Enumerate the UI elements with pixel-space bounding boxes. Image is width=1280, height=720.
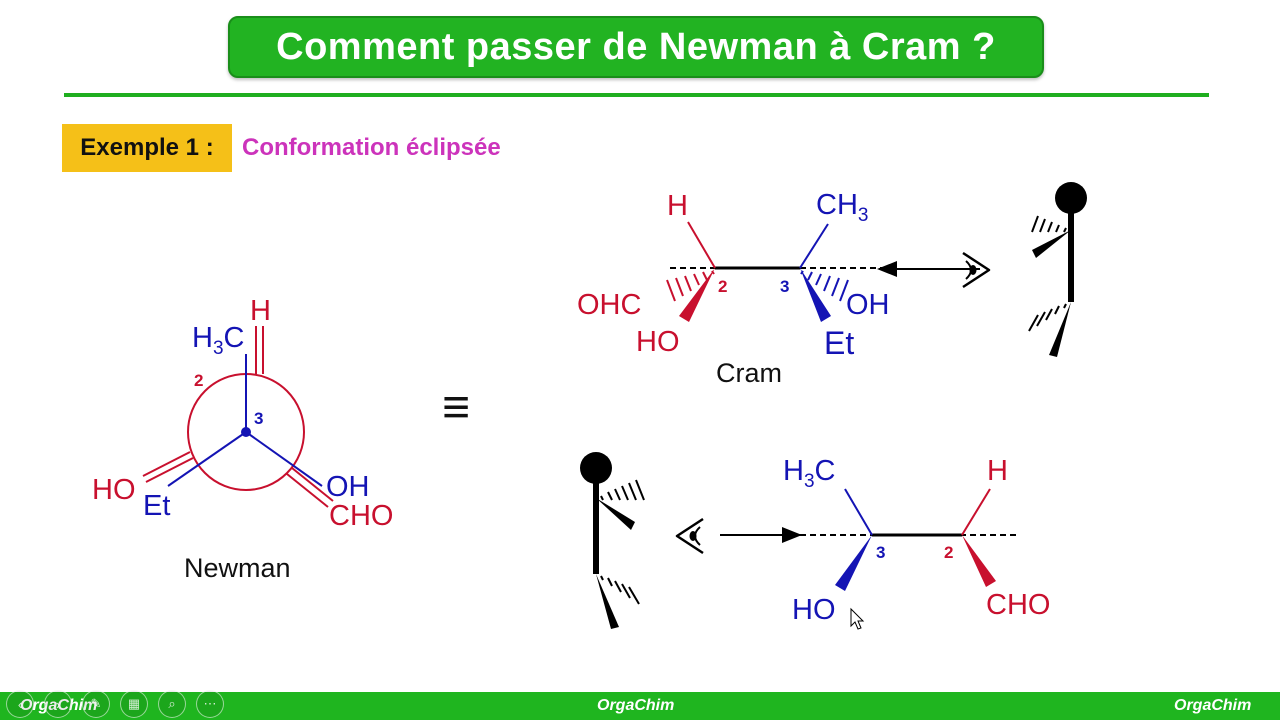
cram-top-wedge-ho bbox=[679, 268, 715, 322]
cram-top-bond-h bbox=[687, 221, 716, 269]
cram-bottom-bond-h3c bbox=[844, 488, 873, 536]
zoom-icon[interactable]: ⌕ bbox=[158, 690, 186, 718]
newman-back-bond-left bbox=[145, 457, 194, 483]
eye-icon bbox=[962, 251, 991, 289]
cram-bottom-bond-h bbox=[961, 488, 991, 536]
prev-icon[interactable]: ‹ bbox=[6, 690, 34, 718]
newman-front-bond-left bbox=[167, 431, 247, 487]
cram-bottom-label-cho: CHO bbox=[986, 589, 1050, 621]
cram-top-number-c3: 3 bbox=[780, 277, 789, 296]
title-banner: Comment passer de Newman à Cram ? bbox=[228, 16, 1044, 78]
cram-bottom-number-c3: 3 bbox=[876, 543, 885, 562]
cram-top-label-ho: HO bbox=[636, 326, 680, 358]
newman-back-number: 2 bbox=[194, 371, 203, 390]
example-label: Exemple 1 : bbox=[80, 134, 214, 161]
cram-bottom-number-c2: 2 bbox=[944, 543, 953, 562]
cram-bottom: 3 2 H3C H HO CHO bbox=[580, 452, 1050, 630]
newman-front-number: 3 bbox=[254, 409, 263, 428]
newman-label-h: H bbox=[250, 295, 271, 327]
example-subtitle: Conformation éclipsée bbox=[242, 134, 501, 161]
mouse-cursor-icon bbox=[850, 607, 865, 630]
cram-bottom-wedge-cho bbox=[962, 535, 996, 587]
equivalence-symbol: ≡ bbox=[442, 381, 470, 434]
side-view-icon-bottom bbox=[580, 452, 645, 629]
newman-front-bond-right bbox=[245, 431, 323, 487]
newman-label-h3c: H3C bbox=[192, 322, 244, 359]
cram-bottom-label-ho: HO bbox=[792, 594, 836, 626]
newman-label-oh: OH bbox=[326, 471, 370, 503]
newman-caption: Newman bbox=[184, 553, 291, 583]
cram-top-hash-oh bbox=[800, 270, 849, 302]
eye-icon bbox=[675, 517, 704, 555]
cram-top: 2 3 H CH3 OHC HO OH Et Cram bbox=[577, 182, 1087, 388]
newman-front-carbon bbox=[241, 427, 251, 437]
cram-top-caption: Cram bbox=[716, 358, 782, 388]
footer-brand-right: OrgaChim bbox=[1174, 697, 1252, 714]
footer-bar: OrgaChim OrgaChim OrgaChim bbox=[0, 692, 1280, 720]
cram-top-hash-ohc bbox=[666, 270, 715, 302]
example-badge: Exemple 1 : bbox=[62, 124, 232, 172]
cram-top-label-et: Et bbox=[824, 325, 854, 361]
cram-bottom-wedge-ho bbox=[835, 535, 872, 591]
side-view-icon-top bbox=[1028, 182, 1087, 357]
cram-top-bond-ch3 bbox=[799, 223, 829, 269]
newman-back-bond-right bbox=[286, 473, 329, 508]
page-title: Comment passer de Newman à Cram ? bbox=[276, 25, 996, 68]
slides-icon[interactable]: ▦ bbox=[120, 690, 148, 718]
pen-icon[interactable]: ✎ bbox=[82, 690, 110, 718]
cram-bottom-label-h: H bbox=[987, 455, 1008, 487]
cram-top-label-ohc: OHC bbox=[577, 289, 641, 321]
newman-label-et: Et bbox=[143, 490, 170, 522]
newman-label-ho: HO bbox=[92, 474, 136, 506]
newman-projection: 3 2 H3C H HO Et OH CHO Newman bbox=[92, 295, 393, 583]
cram-top-number-c2: 2 bbox=[718, 277, 727, 296]
cram-top-label-h: H bbox=[667, 190, 688, 222]
more-icon[interactable]: ⋯ bbox=[196, 690, 224, 718]
title-underline bbox=[64, 93, 1209, 97]
next-icon[interactable]: › bbox=[44, 690, 72, 718]
footer-brand-center: OrgaChim bbox=[597, 697, 675, 714]
cram-top-wedge-et bbox=[800, 268, 831, 322]
cram-top-label-oh: OH bbox=[846, 289, 890, 321]
cram-bottom-label-h3c: H3C bbox=[783, 455, 835, 492]
newman-label-cho: CHO bbox=[329, 500, 393, 532]
cram-top-label-ch3: CH3 bbox=[816, 189, 868, 226]
